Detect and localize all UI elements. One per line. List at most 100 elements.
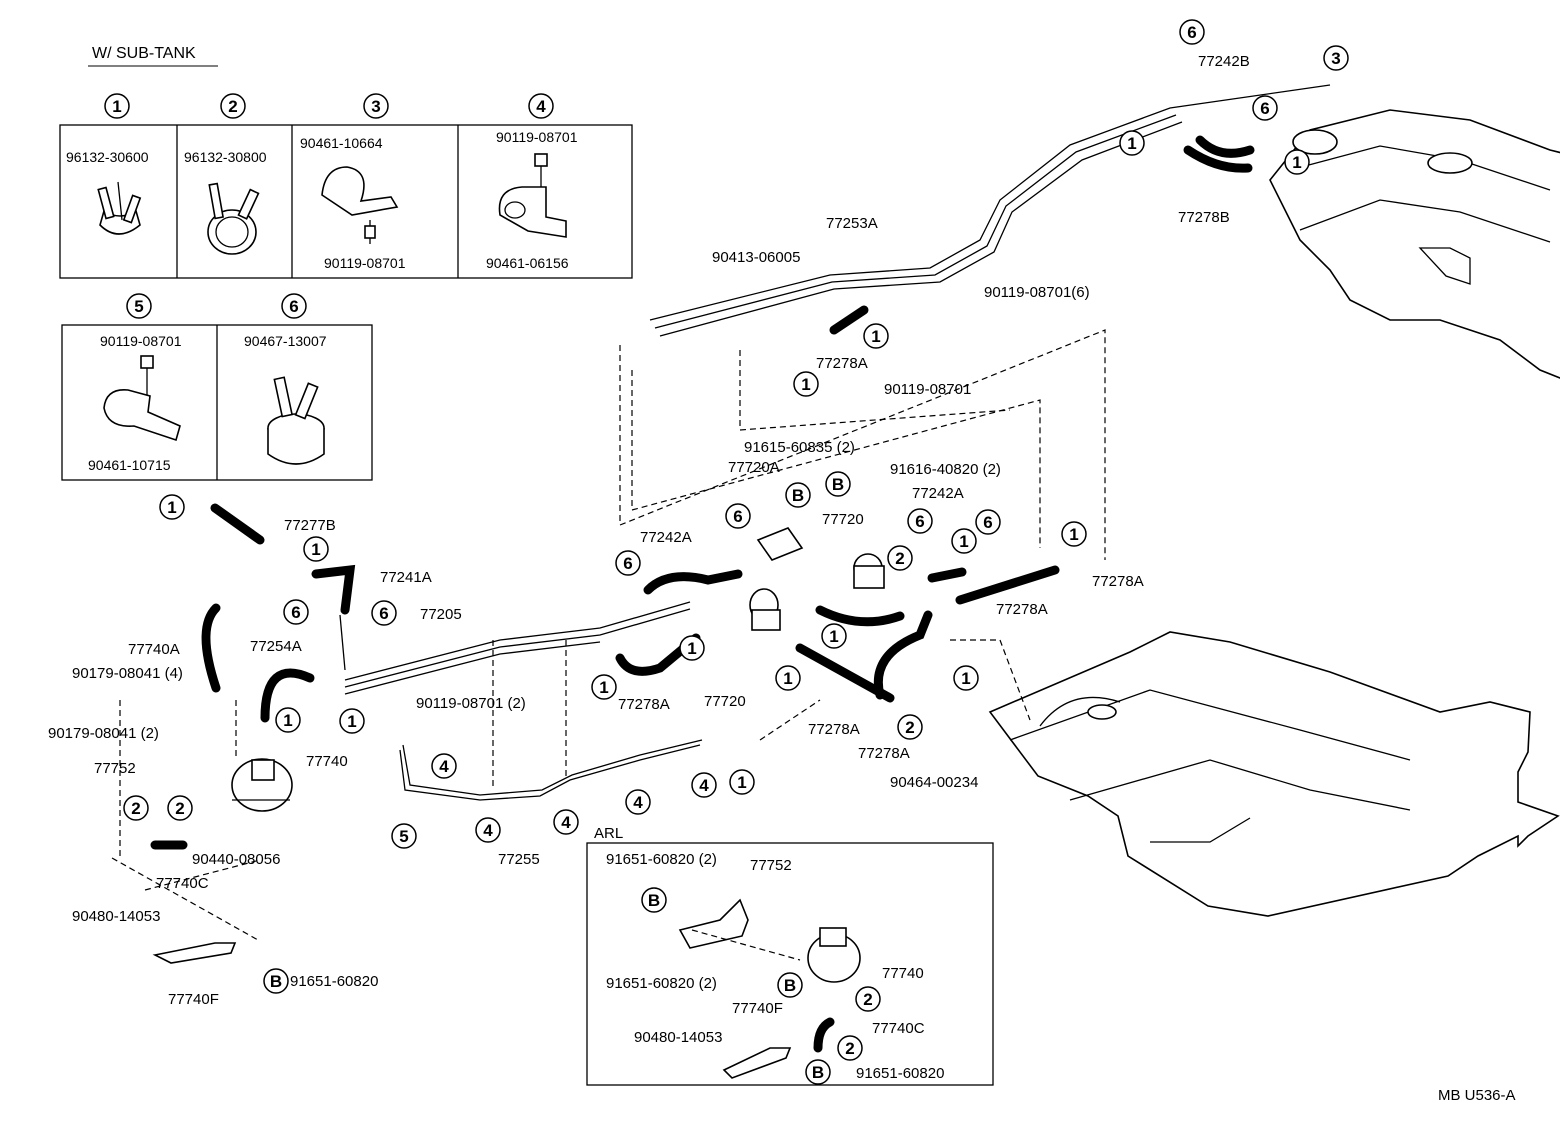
svg-text:B: B	[832, 475, 844, 494]
svg-text:5: 5	[134, 297, 143, 316]
vsv-valve-77720	[749, 553, 885, 631]
part-number-label: 77740A	[128, 641, 180, 658]
callout-circle: 6	[1179, 19, 1205, 45]
svg-text:2: 2	[175, 799, 184, 818]
svg-text:1: 1	[961, 669, 970, 688]
callout-circle: B	[641, 887, 667, 913]
callout-circle: 6	[615, 550, 641, 576]
callout-circle: 1	[1284, 149, 1310, 175]
svg-text:3: 3	[371, 97, 380, 116]
vsv-bracket-77720a	[756, 527, 804, 561]
callout-circle: 1	[951, 528, 977, 554]
part-number-label: 77241A	[380, 569, 432, 586]
legend-part-label: 96132-30800	[184, 149, 267, 165]
part-number-label: 91616-40820 (2)	[890, 461, 1001, 478]
callout-circle: 4	[553, 809, 579, 835]
svg-text:2: 2	[905, 718, 914, 737]
svg-text:4: 4	[439, 757, 449, 776]
bracket-77740f	[152, 942, 792, 1079]
svg-text:6: 6	[623, 554, 632, 573]
svg-text:2: 2	[131, 799, 140, 818]
svg-text:1: 1	[167, 498, 176, 517]
callout-circle: 1	[821, 623, 847, 649]
part-number-label: 77752	[750, 857, 792, 874]
part-number-label: 77740C	[156, 875, 209, 892]
legend-part-label: 90461-06156	[486, 255, 569, 271]
legend-part-label: 90119-08701	[100, 333, 182, 349]
callout-circle: 6	[907, 508, 933, 534]
svg-text:2: 2	[228, 97, 237, 116]
part-number-label: 77278A	[1092, 573, 1144, 590]
callout-circle: 1	[729, 769, 755, 795]
callout-circle: 1	[953, 665, 979, 691]
svg-text:1: 1	[347, 712, 356, 731]
legend-box-top	[59, 124, 633, 279]
part-number-label: 90179-08041 (2)	[48, 725, 159, 742]
callout-circle: 2	[167, 795, 193, 821]
hose-clamp-icon	[97, 181, 142, 235]
svg-text:1: 1	[599, 678, 608, 697]
part-number-label: 90119-08701 (2)	[416, 695, 526, 712]
hose-clamp-icon	[207, 182, 260, 255]
callout-circle: B	[825, 471, 851, 497]
arl-inset-box: ARL	[586, 825, 994, 1086]
callout-circle: 4	[431, 753, 457, 779]
callout-circle: 6	[283, 599, 309, 625]
svg-text:1: 1	[687, 639, 696, 658]
part-number-label: 77278A	[816, 355, 868, 372]
diagram-title: W/ SUB-TANK	[92, 45, 196, 62]
rubber-hoses	[150, 135, 1255, 1053]
part-number-label: 77740C	[872, 1020, 925, 1037]
diagram-code: MB U536-A	[1438, 1087, 1516, 1104]
callout-circle: 1	[863, 323, 889, 349]
svg-text:3: 3	[1331, 49, 1340, 68]
callout-circle: B	[263, 968, 289, 994]
arl-title: ARL	[594, 825, 623, 842]
legend-item-2: 2 96132-30800	[184, 93, 267, 255]
part-number-label: 77278A	[618, 696, 670, 713]
part-number-label: 77255	[498, 851, 540, 868]
part-number-label: 91651-60820 (2)	[606, 851, 717, 868]
svg-text:1: 1	[112, 97, 121, 116]
callout-circle: 2	[855, 986, 881, 1012]
callout-circle: B	[785, 482, 811, 508]
part-number-label: 91615-60835 (2)	[744, 439, 855, 456]
callout-circle: 1	[1061, 521, 1087, 547]
legend-part-label: 90467-13007	[244, 333, 327, 349]
part-number-label: 90480-14053	[72, 908, 160, 925]
legend-item-1: 1 96132-30600	[66, 93, 149, 235]
svg-text:1: 1	[283, 711, 292, 730]
legend-part-label: 90119-08701	[324, 255, 406, 271]
callout-circle: 5	[391, 823, 417, 849]
part-number-label: 77278B	[1178, 209, 1230, 226]
legend-item-4: 4 90119-08701 90461-06156	[486, 93, 578, 271]
callout-circle: 2	[887, 545, 913, 571]
callout-circle: 1	[679, 635, 705, 661]
part-number-label: 77720	[822, 511, 864, 528]
part-number-label: 90119-08701(6)	[984, 284, 1090, 301]
callout-circle: 1	[339, 708, 365, 734]
part-number-label: 77253A	[826, 215, 878, 232]
part-number-label: 90464-00234	[890, 774, 978, 791]
callout-circle: 6	[1252, 95, 1278, 121]
sub-fuel-tank	[1269, 109, 1560, 379]
part-number-label: 90413-06005	[712, 249, 800, 266]
callout-circle: 6	[371, 600, 397, 626]
callout-circle: 1	[303, 536, 329, 562]
legend-part-label: 96132-30600	[66, 149, 149, 165]
part-number-label: 77740F	[168, 991, 219, 1008]
legend-item-6: 6 90467-13007	[244, 293, 327, 465]
svg-text:4: 4	[699, 776, 709, 795]
part-number-label: 90119-08701	[884, 381, 971, 398]
svg-text:1: 1	[829, 627, 838, 646]
part-number-labels: 77242B77278B90119-08701(6)77253A90413-06…	[48, 53, 1250, 1082]
svg-text:B: B	[784, 976, 796, 995]
callout-circle: 4	[691, 772, 717, 798]
part-number-label: 77720A	[728, 459, 780, 476]
part-number-label: 77740F	[732, 1000, 783, 1017]
part-number-label: 77242A	[912, 485, 964, 502]
part-number-label: 77278A	[808, 721, 860, 738]
svg-text:4: 4	[483, 821, 493, 840]
callout-circle: 2	[897, 714, 923, 740]
